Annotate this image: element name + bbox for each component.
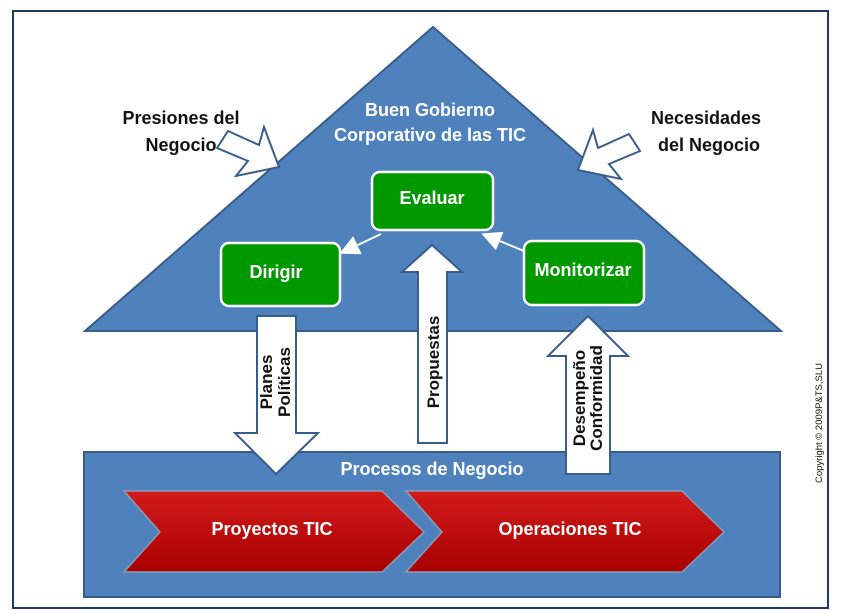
governance-title-line1: Buen Gobierno: [365, 100, 495, 120]
performance-conformity-arrow: [545, 314, 631, 475]
monitor-box: [522, 239, 646, 307]
business-pressure-arrow: [215, 123, 281, 178]
performance-label: Desempeño: [570, 350, 589, 446]
proposals-arrow: [399, 243, 465, 444]
business-pressure-line1: Presiones del: [122, 108, 239, 128]
projects-label: Proyectos TIC: [211, 519, 332, 539]
conformity-label: Conformidad: [587, 345, 606, 451]
direct-box: [219, 241, 342, 308]
business-needs-line1: Necesidades: [651, 108, 761, 128]
business-needs-line2: del Negocio: [658, 135, 760, 155]
proposals-label: Propuestas: [424, 316, 443, 409]
outer-frame: [12, 10, 829, 609]
direct-label: Dirigir: [249, 262, 302, 282]
business-processes-title: Procesos de Negocio: [340, 459, 523, 479]
governance-title-line2: Corporativo de las TIC: [334, 125, 526, 145]
plans-policies-arrow: [232, 315, 321, 476]
projects-chevron: [122, 490, 426, 573]
policies-label: Políticas: [275, 347, 294, 417]
monitor-to-evaluate-arrow: [481, 231, 525, 252]
business-pressure-line2: Negocio: [145, 135, 216, 155]
operations-label: Operaciones TIC: [498, 519, 641, 539]
business-needs-arrow: [576, 126, 642, 181]
plans-label: Planes: [257, 355, 276, 410]
monitor-label: Monitorizar: [535, 260, 632, 280]
copyright-notice: Copyright © 2009P&TS,SLU: [814, 363, 825, 483]
evaluate-box: [370, 170, 495, 232]
operations-chevron: [404, 490, 726, 573]
evaluate-label: Evaluar: [399, 188, 464, 208]
evaluate-to-direct-arrow: [339, 233, 382, 255]
